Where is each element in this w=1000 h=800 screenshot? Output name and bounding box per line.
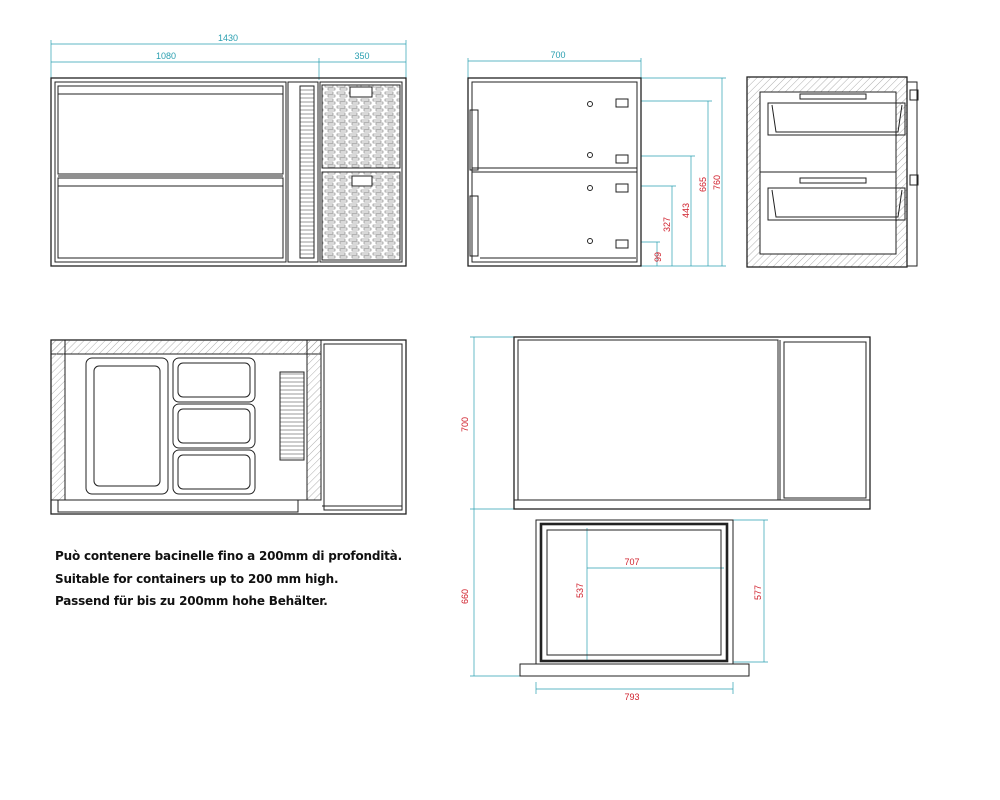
dimension-lines-cutout	[470, 336, 768, 694]
dim-label-front-right: 350	[354, 51, 369, 61]
section-view	[746, 76, 919, 268]
note-italian: Può contenere bacinelle fino a 200mm di …	[55, 549, 402, 563]
dim-label-side-443: 443	[681, 203, 691, 218]
cutout-view	[470, 336, 871, 694]
plan-view	[50, 339, 407, 515]
dim-label-cutout-577: 577	[753, 585, 763, 600]
note-german: Passend für bis zu 200mm hohe Behälter.	[55, 594, 328, 608]
dim-label-side-depth: 700	[550, 50, 565, 60]
dim-label-plan-depth: 700	[460, 417, 470, 432]
dim-label-front-total: 1430	[218, 33, 238, 43]
dim-label-cutout-793: 793	[624, 692, 639, 702]
dimension-lines-front	[50, 40, 407, 80]
dimension-lines-side	[467, 58, 726, 267]
dim-label-side-99: 99	[653, 252, 663, 262]
front-view	[50, 40, 407, 267]
dim-label-cutout-537: 537	[575, 583, 585, 598]
dim-label-side-327: 327	[662, 217, 672, 232]
side-view	[467, 58, 726, 267]
dim-label-cutout-707: 707	[624, 557, 639, 567]
dim-label-side-665: 665	[698, 177, 708, 192]
dim-label-plan-660: 660	[460, 589, 470, 604]
note-english: Suitable for containers up to 200 mm hig…	[55, 572, 339, 586]
dim-label-front-left: 1080	[156, 51, 176, 61]
dim-label-side-760: 760	[712, 175, 722, 190]
